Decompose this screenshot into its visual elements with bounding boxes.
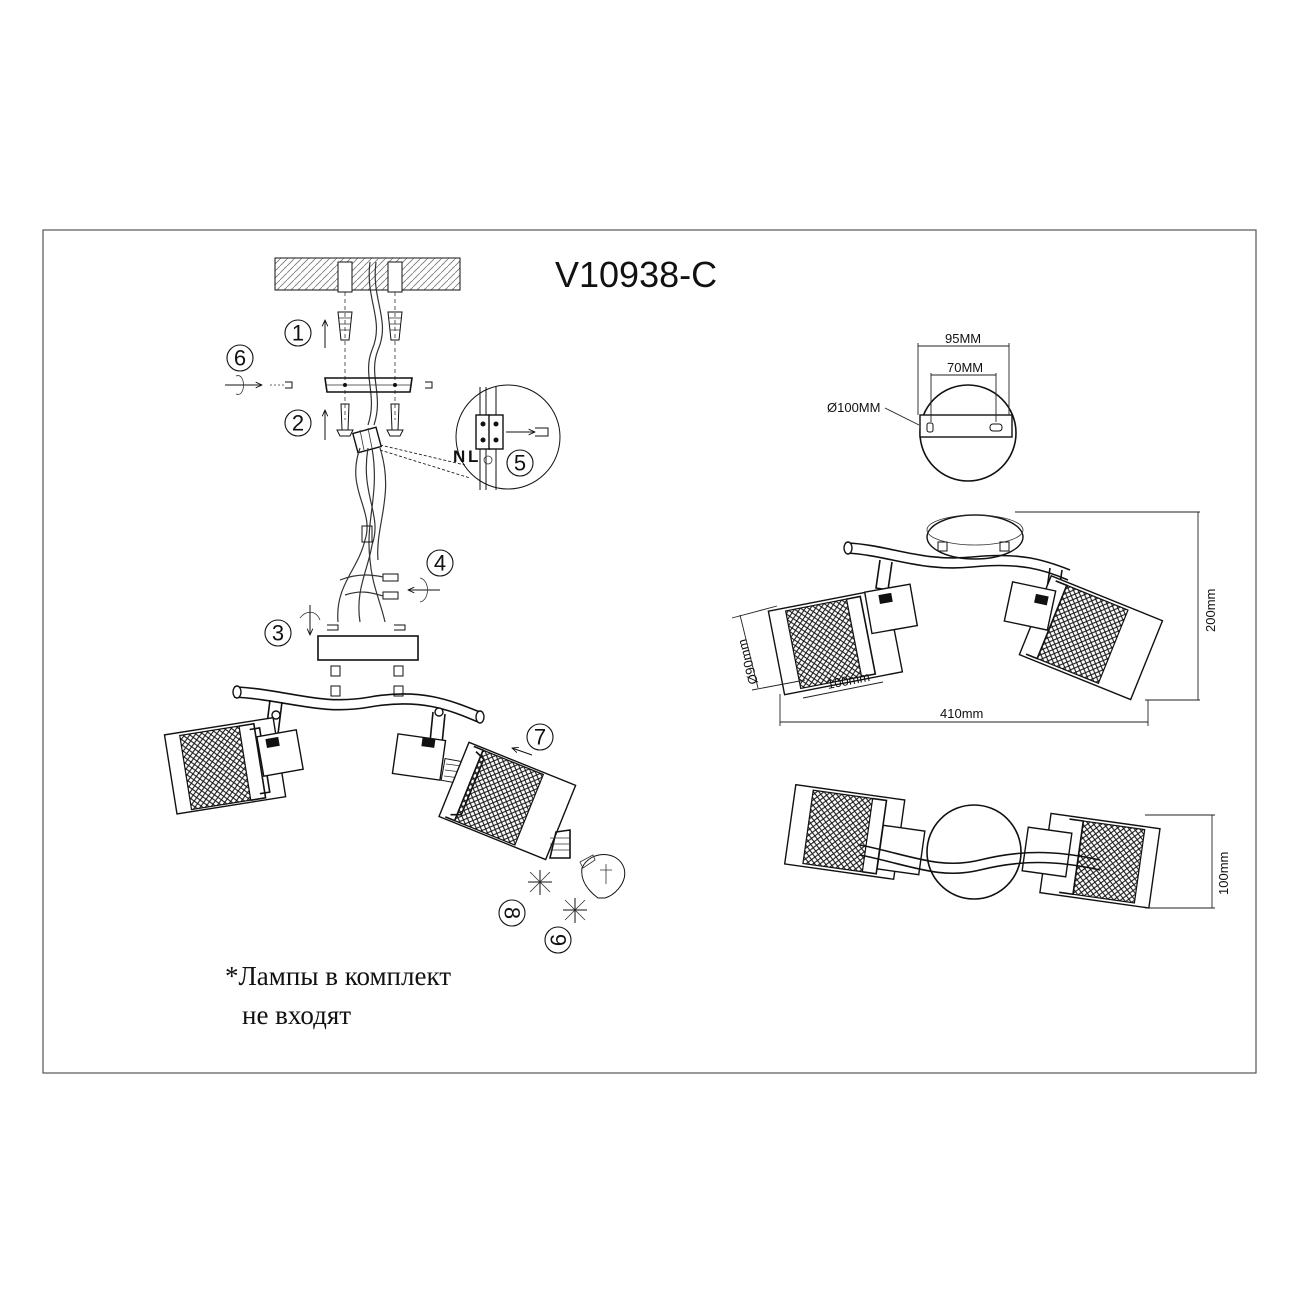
live-label: L	[468, 447, 478, 466]
dim-plate-inner: 70MM	[947, 360, 983, 375]
spot-left	[163, 699, 304, 815]
dim-total-width: 410mm	[940, 706, 983, 721]
wall-plugs	[337, 311, 403, 341]
step-4: 4	[339, 549, 454, 603]
step-2: 2	[284, 403, 404, 440]
canopy-plate-drawing: 95MM 70MM Ø100MM	[827, 331, 1017, 482]
neutral-label: N	[453, 447, 465, 466]
svg-text:9: 9	[546, 934, 571, 946]
svg-text:6: 6	[234, 346, 246, 371]
step-9: 9	[544, 898, 587, 954]
model-title: V10938-C	[555, 254, 717, 295]
svg-text:4: 4	[434, 551, 446, 576]
svg-text:7: 7	[534, 725, 546, 750]
spot-right: 7	[391, 707, 626, 899]
ceiling-hatch	[274, 257, 461, 291]
svg-text:5: 5	[514, 451, 526, 476]
assembly-diagram: 1 6 2	[163, 257, 626, 1030]
svg-text:3: 3	[272, 621, 284, 646]
page-frame	[42, 229, 1257, 1074]
step-1: 1	[284, 320, 325, 348]
note-line-2: не входят	[242, 1000, 351, 1030]
side-view-drawing: 200mm Ø90mm 100mm 410mm	[731, 511, 1218, 726]
terminal-block	[351, 426, 471, 479]
dim-height: 200mm	[1203, 589, 1218, 632]
svg-text:1: 1	[292, 321, 304, 346]
top-view-drawing: 100mm	[783, 783, 1231, 909]
dim-top-depth: 100mm	[1216, 852, 1231, 895]
step-6: 6	[225, 344, 433, 395]
light-bar	[232, 685, 485, 724]
wiring-zoom: N L 5	[453, 384, 561, 490]
note-line-1: *Лампы в комплект	[225, 961, 451, 991]
dim-shade-diameter: Ø90mm	[734, 638, 760, 687]
svg-text:2: 2	[292, 411, 304, 436]
dim-canopy-diameter: Ø100MM	[827, 400, 880, 415]
step-3: 3	[264, 605, 406, 647]
step-8: 8	[498, 870, 552, 927]
mounting-bracket	[324, 377, 413, 393]
canopy-base	[317, 635, 419, 661]
dim-plate-outer: 95MM	[945, 331, 981, 346]
svg-text:8: 8	[500, 907, 525, 919]
